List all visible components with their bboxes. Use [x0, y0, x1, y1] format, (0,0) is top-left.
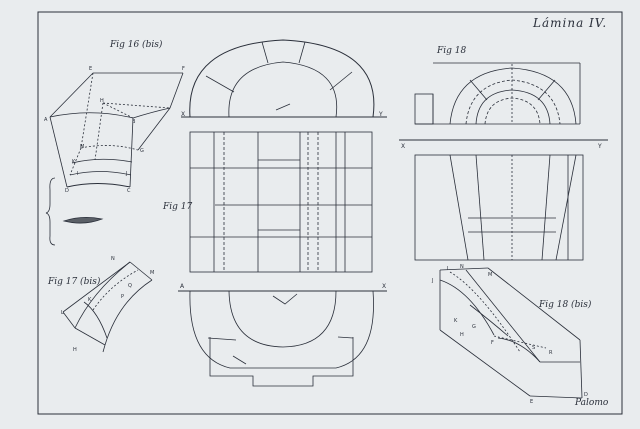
pt18b-j: J: [432, 278, 434, 284]
pt16-i: I: [77, 171, 79, 177]
fig17-label: Fig 17: [163, 202, 193, 212]
fig18-bis-label: Fig 18 (bis): [539, 300, 592, 310]
pt18b-l: L: [447, 266, 450, 272]
sheet-border: [37, 11, 623, 415]
axis-a-lower: A: [180, 283, 185, 290]
pt16-f: F: [182, 66, 185, 72]
fig17-drawing: [178, 39, 387, 387]
fig17-bis-drawing: [62, 261, 153, 353]
pt18b-h: H: [460, 332, 464, 338]
hatched-bar: [62, 217, 104, 224]
fig18-bis-drawing: [439, 267, 583, 399]
pt16-a: A: [44, 117, 48, 123]
pt16-d: D: [65, 188, 69, 194]
signature: Palomo: [575, 398, 609, 408]
pt17b-m: M: [150, 270, 155, 276]
pt18b-f: F: [491, 340, 494, 346]
pt16-h: H: [100, 98, 104, 104]
fig17-bis-label: Fig 17 (bis): [48, 277, 101, 287]
fig18-label: Fig 18: [437, 46, 467, 56]
pt16-e: E: [89, 66, 93, 72]
pt16-j: J: [126, 171, 128, 177]
axis-x-right: X: [401, 143, 406, 150]
pt16-c: C: [127, 188, 131, 194]
pt18b-n: N: [460, 264, 464, 270]
pt16-k: K: [72, 159, 76, 165]
pt17b-l: L: [61, 310, 64, 316]
pt18b-g: G: [472, 324, 476, 330]
pt16-g: G: [140, 148, 144, 154]
axis-y-right: Y: [598, 143, 602, 150]
fig16-bis-drawing: [45, 72, 184, 246]
pt17b-q: Q: [128, 283, 132, 289]
pt18b-r: R: [549, 350, 553, 356]
pt18b-k: K: [454, 318, 458, 324]
fig18-drawing: [399, 62, 608, 261]
pt17b-n: N: [111, 256, 115, 262]
axis-x-lower: X: [382, 283, 387, 290]
pt18b-e: E: [530, 399, 534, 405]
sheet-title: Lámina IV.: [533, 16, 608, 30]
axis-x-upper: X: [181, 111, 186, 118]
pt18b-m: M: [488, 272, 493, 278]
pt16-b: B: [132, 119, 136, 125]
pt17b-h: H: [73, 347, 77, 353]
axis-y-upper: Y: [379, 111, 383, 118]
pt18b-s: S: [532, 345, 536, 351]
fig16-bis-label: Fig 16 (bis): [110, 40, 163, 50]
pt17b-k: K: [88, 297, 92, 303]
pt16-m: M: [80, 144, 85, 150]
pt18b-d: D: [584, 392, 588, 398]
pt17b-p: P: [121, 294, 125, 300]
